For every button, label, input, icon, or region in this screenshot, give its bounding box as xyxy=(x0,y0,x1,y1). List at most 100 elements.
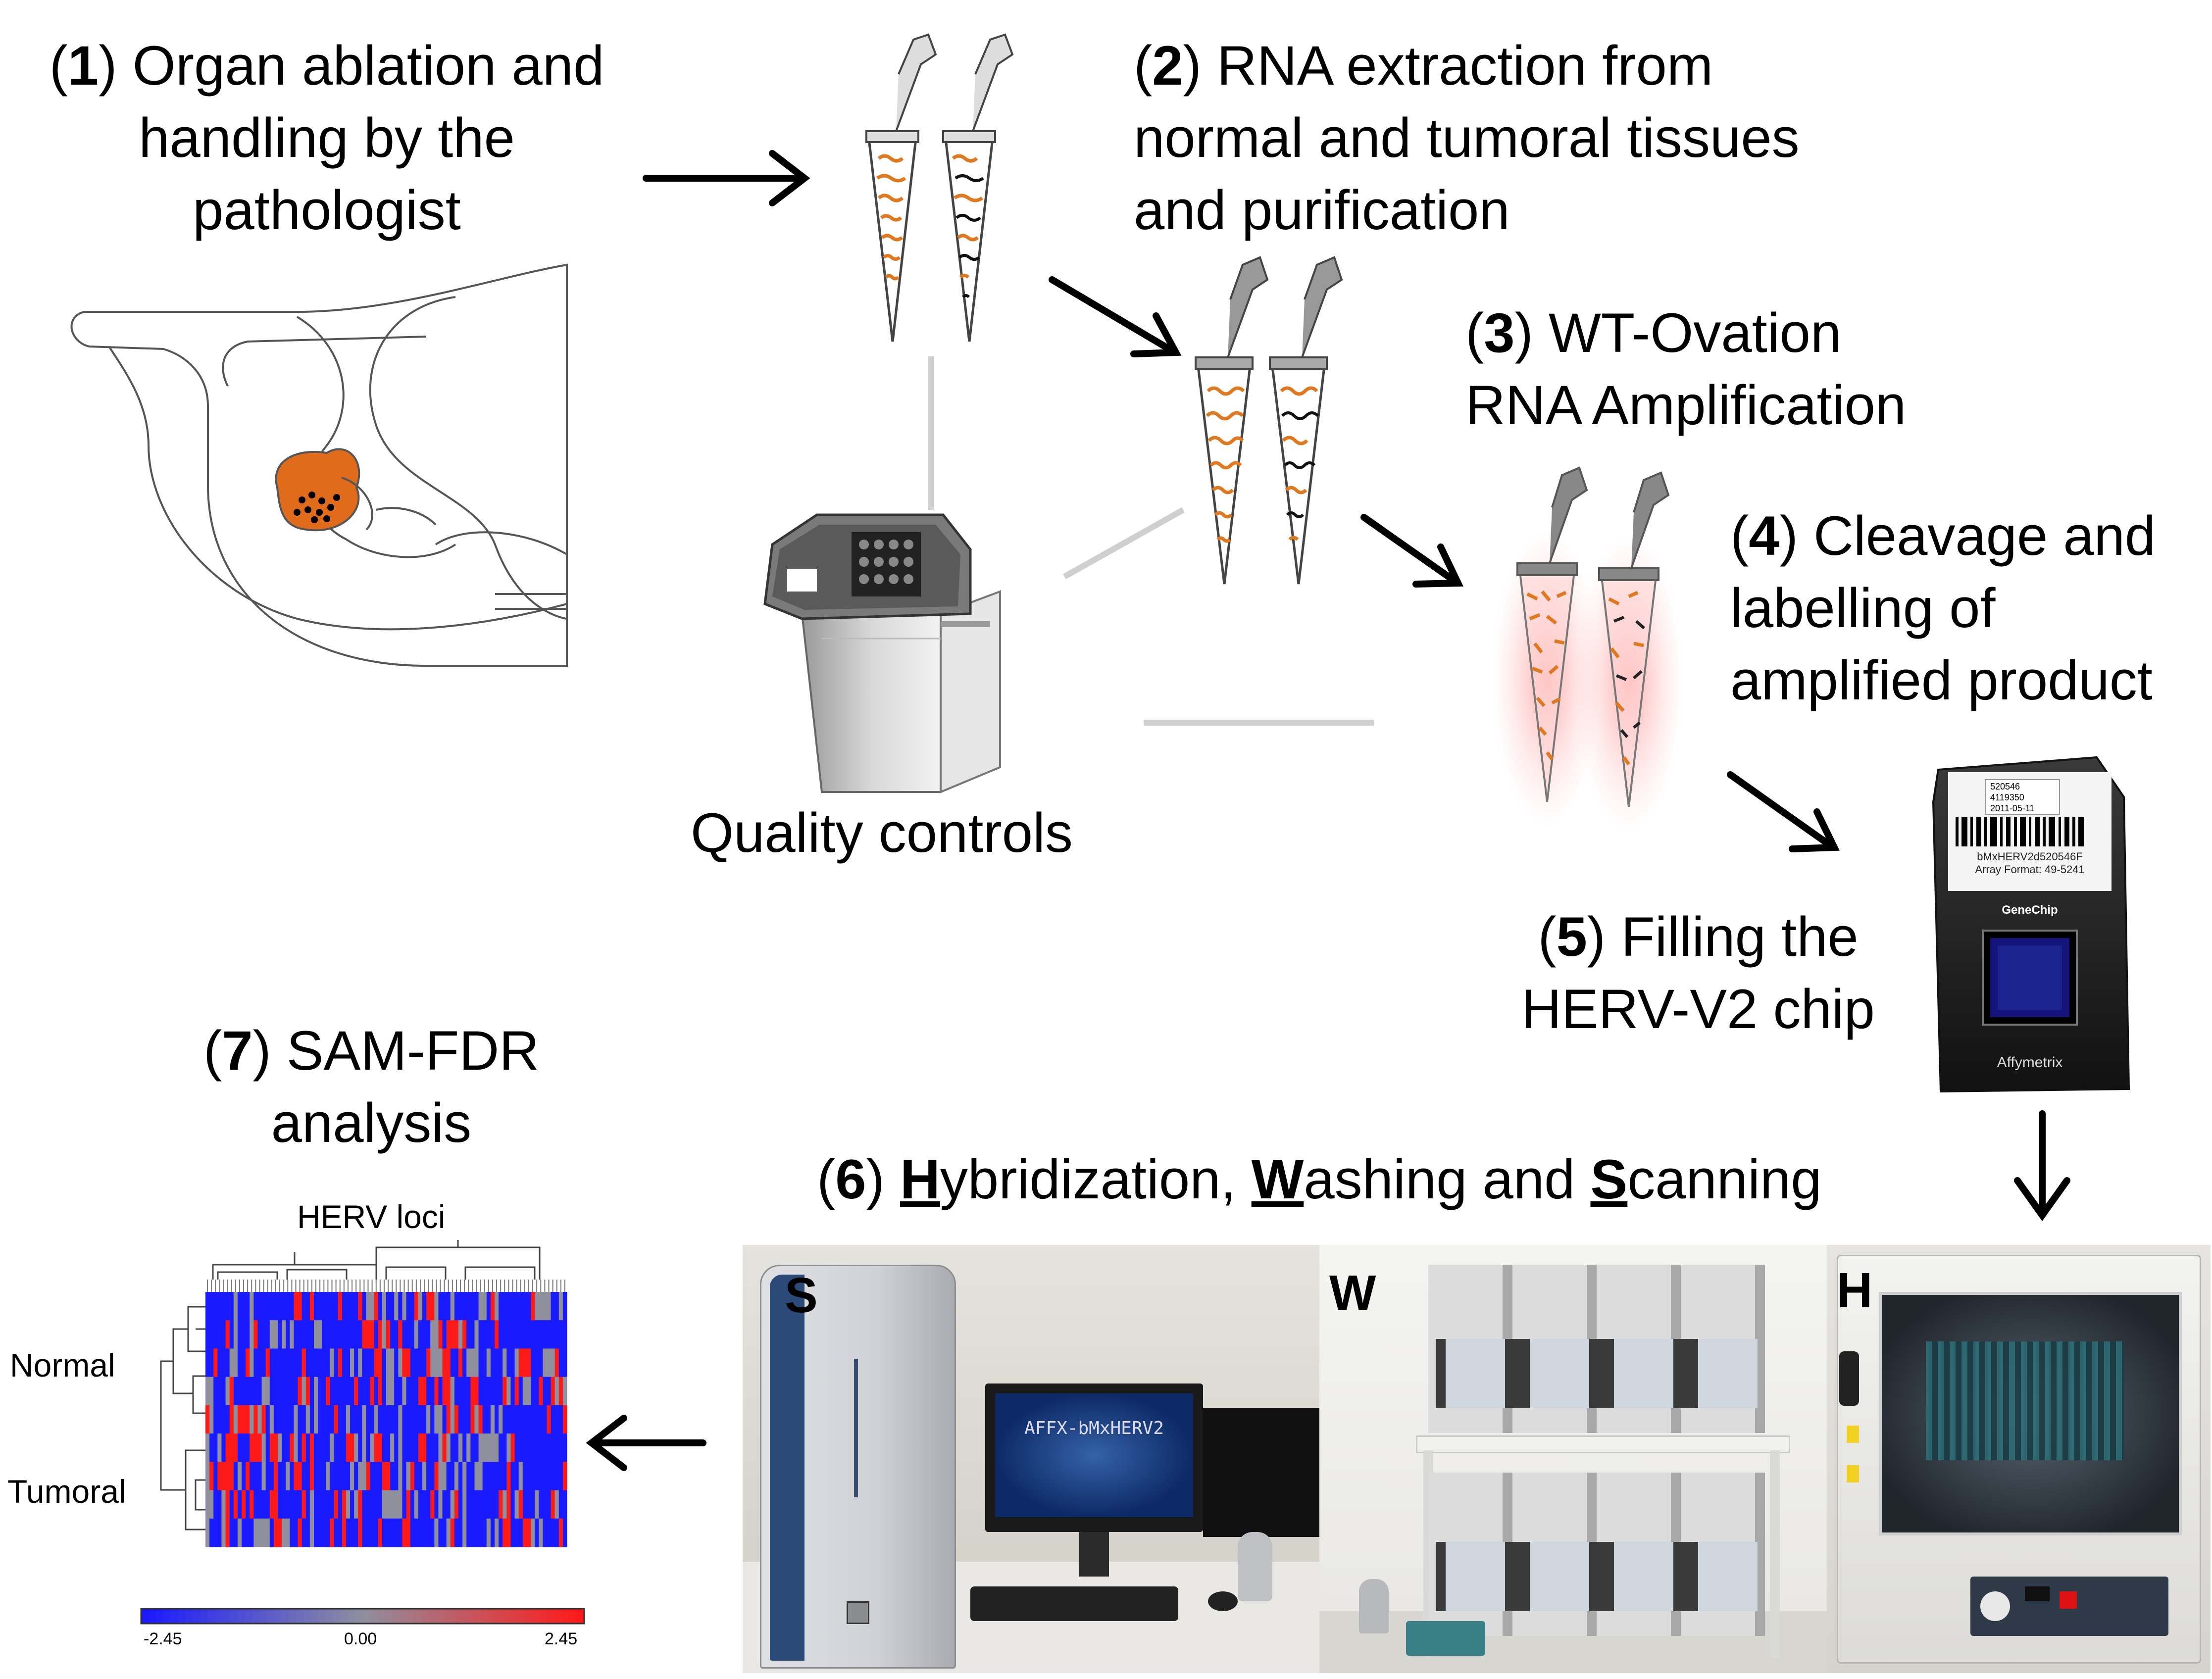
heatmap-cell xyxy=(458,1462,463,1491)
heatmap-cell xyxy=(250,1518,254,1547)
heatmap-cell xyxy=(242,1462,246,1491)
heatmap-cell xyxy=(265,1348,270,1378)
heatmap-cell xyxy=(350,1292,354,1321)
colorbar-step xyxy=(577,1609,585,1624)
heatmap-cell xyxy=(454,1518,459,1547)
heatmap-cell xyxy=(543,1320,547,1349)
colorbar-step xyxy=(259,1609,267,1624)
heatmap-cell xyxy=(269,1490,274,1519)
heatmap-cell xyxy=(225,1433,230,1462)
heatmap-cell xyxy=(470,1462,475,1491)
heatmap-cell xyxy=(398,1320,402,1349)
heatmap-cell xyxy=(490,1348,495,1378)
heatmap-cell xyxy=(402,1518,407,1547)
heatmap-cell xyxy=(499,1377,503,1406)
heatmap-cell xyxy=(330,1462,335,1491)
heatmap-cell xyxy=(426,1490,431,1519)
heatmap-cell xyxy=(430,1490,435,1519)
genechip-cartridge xyxy=(1932,756,2130,1093)
heatmap-cell xyxy=(506,1348,511,1378)
colorbar-step xyxy=(251,1609,260,1624)
heatmap-cell xyxy=(318,1405,322,1434)
heatmap-cell xyxy=(233,1348,238,1378)
heatmap-cell xyxy=(318,1320,322,1349)
heatmap-cell xyxy=(366,1292,371,1321)
heatmap-cell xyxy=(402,1348,407,1378)
arrow-step2-to-step3 xyxy=(1049,276,1182,357)
heatmap-cell xyxy=(374,1462,379,1491)
heatmap-cell xyxy=(554,1433,559,1462)
heatmap-cell xyxy=(386,1490,391,1519)
heatmap-cell xyxy=(278,1462,282,1491)
heatmap-cell xyxy=(237,1405,242,1434)
heatmap-cell xyxy=(434,1433,439,1462)
heatmap-cell xyxy=(442,1348,447,1378)
heatmap-cell xyxy=(474,1377,479,1406)
colorbar-step xyxy=(370,1609,378,1624)
heatmap-cell xyxy=(250,1433,254,1462)
heatmap-cell xyxy=(221,1292,226,1321)
heatmap-cell xyxy=(237,1518,242,1547)
heatmap-cell xyxy=(406,1348,411,1378)
heatmap-cell xyxy=(514,1320,519,1349)
heatmap-cell xyxy=(302,1518,306,1547)
colorbar-step xyxy=(355,1609,363,1624)
heatmap-cell xyxy=(410,1518,415,1547)
heatmap-cell xyxy=(221,1433,226,1462)
heatmap-cell xyxy=(526,1518,531,1547)
heatmap-cell xyxy=(246,1405,250,1434)
heatmap-cell xyxy=(418,1348,423,1378)
heatmap-cell xyxy=(286,1292,290,1321)
hybridization-label: H xyxy=(1837,1263,1873,1318)
heatmap-cell xyxy=(410,1320,415,1349)
heatmap-cell xyxy=(305,1462,310,1491)
colorbar-step xyxy=(141,1609,149,1624)
heatmap-cell xyxy=(342,1348,347,1378)
heatmap-cell xyxy=(318,1377,322,1406)
heatmap-cell xyxy=(438,1292,443,1321)
colorbar-step xyxy=(377,1609,386,1624)
step4-label: (4) Cleavage and labelling of amplified … xyxy=(1730,505,2156,711)
heatmap-cell xyxy=(221,1320,226,1349)
heatmap-cell xyxy=(233,1292,238,1321)
heatmap-cell xyxy=(514,1462,519,1491)
heatmap-cell xyxy=(290,1348,294,1378)
heatmap-cell xyxy=(330,1377,335,1406)
heatmap-cell xyxy=(309,1405,314,1434)
heatmap-cell xyxy=(229,1433,234,1462)
heatmap-cell xyxy=(370,1433,375,1462)
heatmap-cell xyxy=(366,1405,371,1434)
heatmap-cell xyxy=(338,1518,343,1547)
colorbar-step xyxy=(466,1609,474,1624)
heatmap-cell xyxy=(531,1518,535,1547)
bioanalyzer-instrument xyxy=(763,513,1001,793)
heatmap-cell xyxy=(334,1405,339,1434)
heatmap-cell xyxy=(290,1377,294,1406)
colorbar-step xyxy=(340,1609,349,1624)
heatmap-cell xyxy=(217,1462,222,1491)
colorbar-step xyxy=(458,1609,467,1624)
heatmap-cell xyxy=(217,1490,222,1519)
heatmap-cell xyxy=(374,1292,379,1321)
heatmap-cell xyxy=(454,1490,459,1519)
heatmap-cell xyxy=(330,1490,335,1519)
heatmap-cell xyxy=(438,1348,443,1378)
heatmap-cell xyxy=(370,1292,375,1321)
heatmap-cell xyxy=(454,1292,459,1321)
colorbar-step xyxy=(230,1609,238,1624)
heatmap-cell xyxy=(518,1405,523,1434)
heatmap-cell xyxy=(458,1377,463,1406)
heatmap-cell xyxy=(482,1348,487,1378)
heatmap-cell xyxy=(486,1490,491,1519)
heatmap-cell xyxy=(386,1348,391,1378)
heatmap-cell xyxy=(535,1490,539,1519)
heatmap-cell xyxy=(482,1377,487,1406)
heatmap-cell xyxy=(253,1348,258,1378)
heatmap-cell xyxy=(250,1292,254,1321)
heatmap-cell xyxy=(514,1292,519,1321)
heatmap-cell xyxy=(286,1320,290,1349)
heatmap-cell xyxy=(290,1292,294,1321)
heatmap-cell xyxy=(354,1348,358,1378)
heatmap-cell xyxy=(278,1320,282,1349)
heatmap-cell xyxy=(562,1433,567,1462)
